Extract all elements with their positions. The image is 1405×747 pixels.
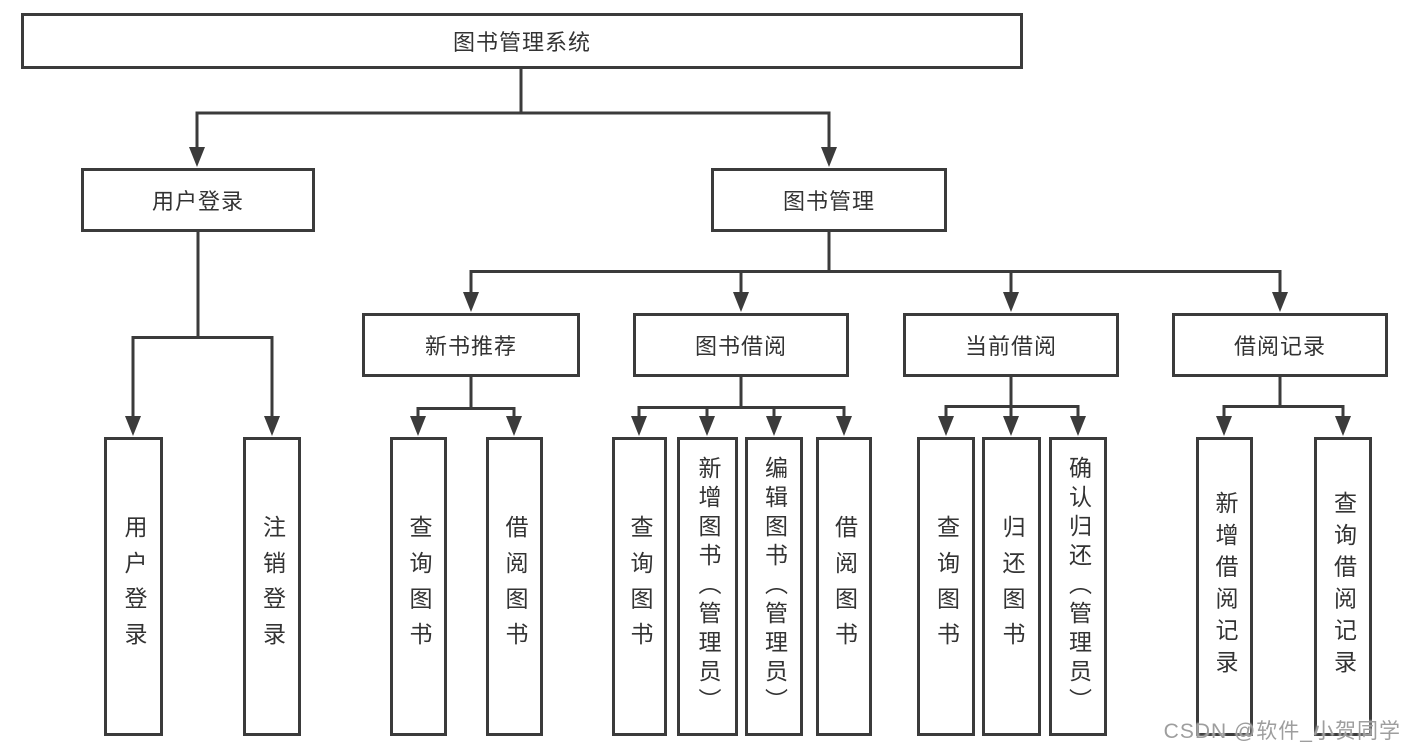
node-book-borrowing: 图书借阅 — [633, 313, 849, 377]
node-user-login-label: 用户登录 — [151, 189, 244, 214]
leaf-query-books-recommend: 查询图书 — [390, 437, 447, 736]
node-new-book-recommendation: 新书推荐 — [362, 313, 580, 377]
leaf-confirm-return-admin-label: 确认归还（管理员） — [1065, 456, 1092, 717]
node-book-management-label: 图书管理 — [782, 189, 875, 214]
leaf-edit-books-admin: 编辑图书（管理员） — [745, 437, 803, 736]
node-borrowing-records: 借阅记录 — [1172, 313, 1388, 377]
node-borrowing-records-label: 借阅记录 — [1233, 334, 1326, 359]
leaf-query-books-borrowing: 查询图书 — [612, 437, 667, 736]
leaf-return-books-label: 归还图书 — [999, 515, 1025, 658]
leaf-add-books-admin-label: 新增图书（管理员） — [695, 456, 721, 717]
node-root-label: 图书管理系统 — [452, 30, 591, 55]
leaf-query-books-current: 查询图书 — [917, 437, 975, 736]
leaf-add-borrow-record: 新增借阅记录 — [1196, 437, 1253, 736]
node-current-borrowing: 当前借阅 — [903, 313, 1119, 377]
leaf-add-books-admin: 新增图书（管理员） — [677, 437, 738, 736]
leaf-logout: 注销登录 — [243, 437, 301, 736]
node-user-login: 用户登录 — [81, 168, 315, 232]
leaf-user-login: 用户登录 — [104, 437, 163, 736]
leaf-borrow-books-borrowing: 借阅图书 — [816, 437, 872, 736]
leaf-query-borrow-record: 查询借阅记录 — [1314, 437, 1372, 736]
leaf-edit-books-admin-label: 编辑图书（管理员） — [761, 456, 788, 717]
leaf-user-login-label: 用户登录 — [121, 515, 147, 658]
leaf-borrow-books-recommend-label: 借阅图书 — [502, 515, 528, 658]
leaf-query-borrow-record-label: 查询借阅记录 — [1330, 491, 1357, 682]
node-root-system: 图书管理系统 — [21, 13, 1023, 69]
leaf-borrow-books-recommend: 借阅图书 — [486, 437, 543, 736]
node-new-book-recommendation-label: 新书推荐 — [424, 334, 517, 359]
node-current-borrowing-label: 当前借阅 — [964, 334, 1057, 359]
watermark: CSDN @软件_小贺同学 — [1163, 720, 1401, 743]
leaf-borrow-books-borrowing-label: 借阅图书 — [831, 515, 858, 658]
leaf-query-books-borrowing-label: 查询图书 — [627, 515, 653, 658]
connector-path — [131, 69, 1345, 418]
node-book-management: 图书管理 — [711, 168, 947, 232]
node-book-borrowing-label: 图书借阅 — [694, 334, 787, 359]
leaf-return-books: 归还图书 — [982, 437, 1041, 736]
leaf-confirm-return-admin: 确认归还（管理员） — [1049, 437, 1107, 736]
leaf-query-books-current-label: 查询图书 — [933, 515, 960, 658]
leaf-add-borrow-record-label: 新增借阅记录 — [1212, 491, 1238, 682]
arrowhead-icons — [125, 147, 1351, 436]
leaf-logout-label: 注销登录 — [259, 515, 286, 658]
leaf-query-books-recommend-label: 查询图书 — [406, 515, 432, 658]
